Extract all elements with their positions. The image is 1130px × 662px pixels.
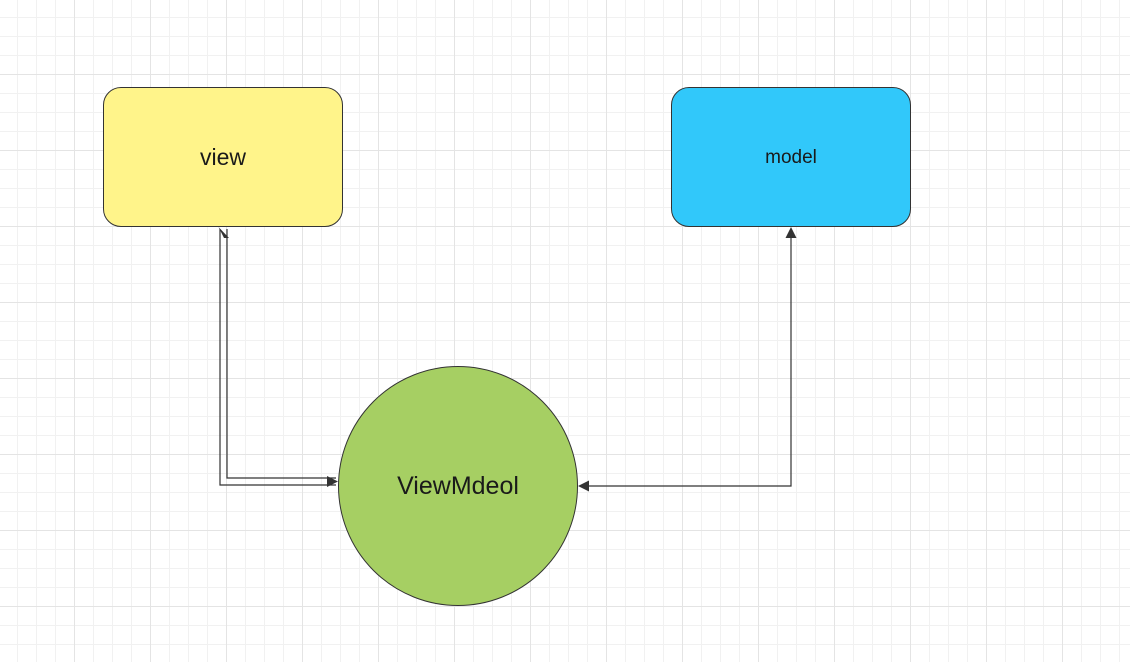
edge-view-viewmodel[interactable] [218,227,339,487]
arrow-into-view-icon [218,227,229,238]
arrow-into-model-icon [785,227,797,238]
edge-model-viewmodel-line [589,238,792,487]
view-node[interactable]: view [103,87,343,227]
arrow-into-viewmodel-right-icon [578,480,589,492]
viewmodel-node-label: ViewMdeol [397,471,519,500]
model-node[interactable]: model [671,87,911,227]
arrow-into-viewmodel-icon [327,476,338,487]
viewmodel-node[interactable]: ViewMdeol [338,366,578,606]
edge-model-viewmodel[interactable] [578,227,797,492]
view-node-label: view [199,143,246,170]
edge-view-viewmodel-inner-line [226,229,336,479]
edge-view-viewmodel-outer-line [219,229,336,486]
model-node-label: model [765,146,817,168]
